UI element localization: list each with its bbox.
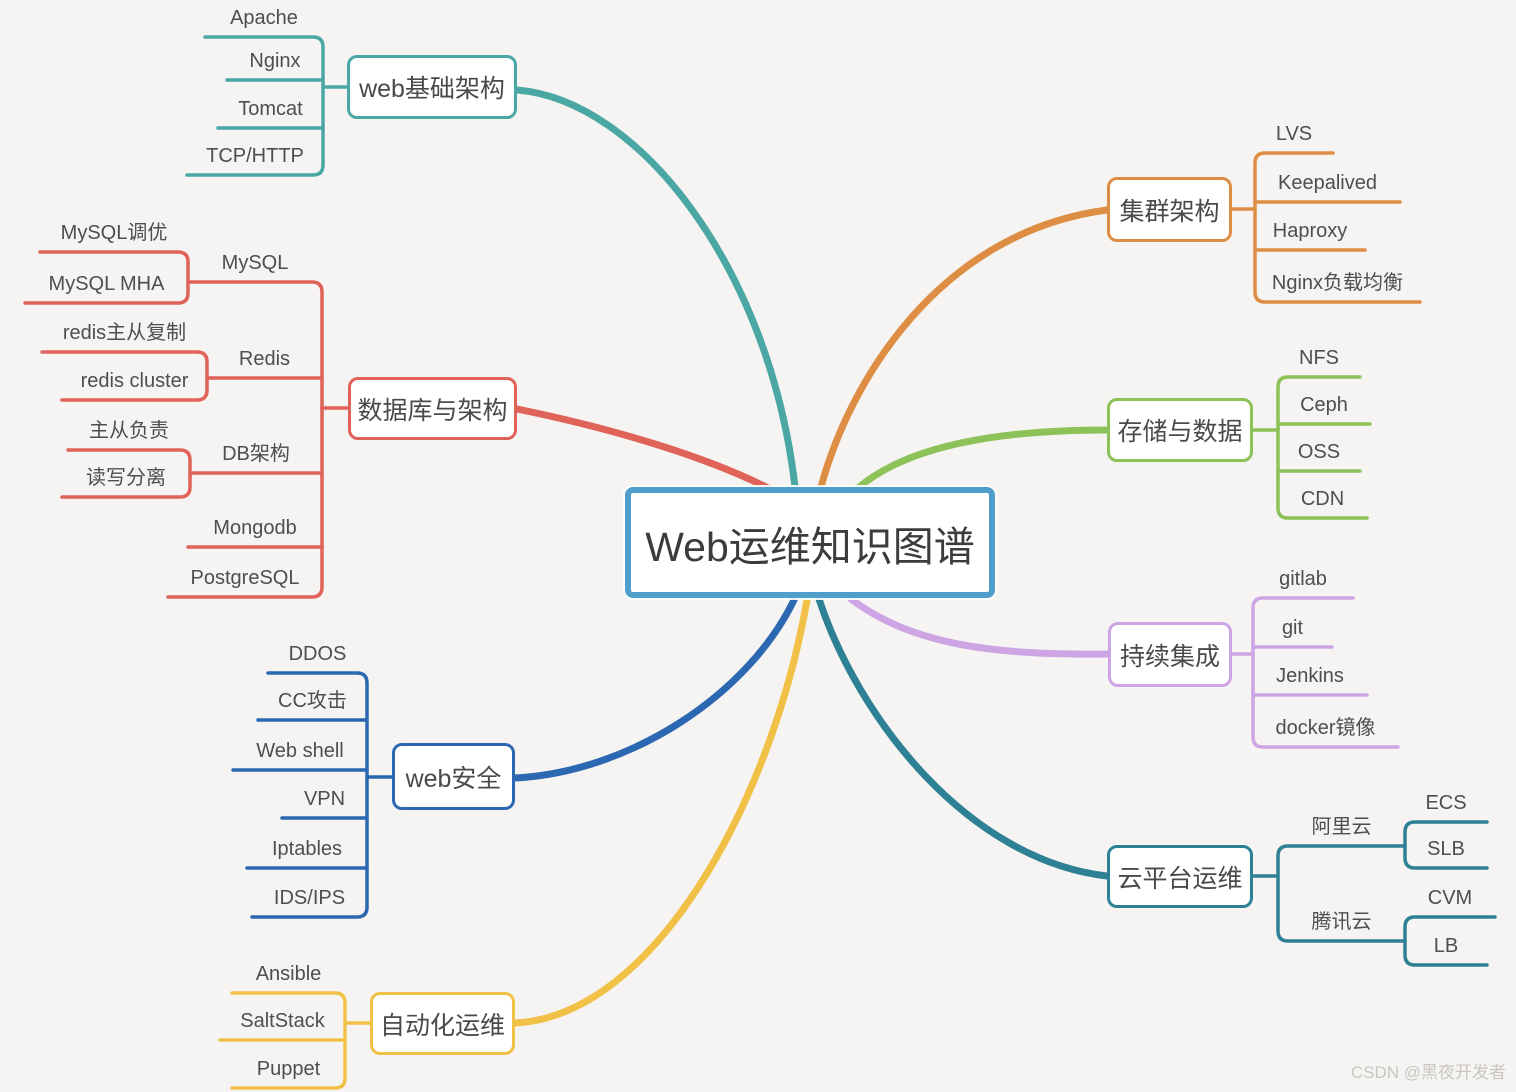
topic-redis-replication[interactable]: redis主从复制 xyxy=(62,322,187,344)
links-automation xyxy=(218,991,372,1090)
topic-cvm[interactable]: CVM xyxy=(1427,887,1473,909)
topic-read-write-split[interactable]: 读写分离 xyxy=(86,467,166,489)
topic-ddos[interactable]: DDOS xyxy=(288,643,347,665)
links-database xyxy=(23,250,350,599)
topic-ids-ips[interactable]: IDS/IPS xyxy=(273,887,346,909)
topic-oss[interactable]: OSS xyxy=(1297,441,1341,463)
topic-mongodb[interactable]: Mongodb xyxy=(213,517,297,539)
branch-database[interactable]: 数据库与架构 xyxy=(348,377,517,440)
topic-redis[interactable]: Redis xyxy=(238,348,291,370)
topic-saltstack[interactable]: SaltStack xyxy=(240,1010,325,1032)
topic-aliyun[interactable]: 阿里云 xyxy=(1311,816,1372,838)
topic-tomcat[interactable]: Tomcat xyxy=(238,98,303,120)
branch-ci[interactable]: 持续集成 xyxy=(1108,622,1232,687)
topic-lb[interactable]: LB xyxy=(1433,935,1459,957)
topic-puppet[interactable]: Puppet xyxy=(256,1058,321,1080)
links-web-security xyxy=(231,671,394,919)
branch-curves xyxy=(511,86,1112,1027)
links-cluster xyxy=(1230,151,1422,304)
topic-ecs[interactable]: ECS xyxy=(1425,792,1467,814)
topic-mysql-tuning[interactable]: MySQL调优 xyxy=(60,222,168,244)
links-storage xyxy=(1251,375,1372,520)
watermark: CSDN @黑夜开发者 xyxy=(1350,1063,1506,1082)
topic-tencent-cloud[interactable]: 腾讯云 xyxy=(1311,911,1372,933)
topic-cdn[interactable]: CDN xyxy=(1300,488,1345,510)
branch-web-infra[interactable]: web基础架构 xyxy=(347,55,517,119)
topic-nfs[interactable]: NFS xyxy=(1299,347,1339,369)
topic-haproxy[interactable]: Haproxy xyxy=(1272,220,1348,242)
topic-cc-attack[interactable]: CC攻击 xyxy=(278,690,347,712)
topic-nginx-lb[interactable]: Nginx负载均衡 xyxy=(1271,272,1404,294)
topic-mysql[interactable]: MySQL xyxy=(221,252,289,274)
topic-vpn[interactable]: VPN xyxy=(303,788,346,810)
topic-docker-image[interactable]: docker镜像 xyxy=(1275,717,1376,739)
topic-master-slave[interactable]: 主从负责 xyxy=(89,420,169,442)
topic-db-arch[interactable]: DB架构 xyxy=(222,443,290,465)
topic-gitlab[interactable]: gitlab xyxy=(1279,568,1327,590)
topic-apache[interactable]: Apache xyxy=(230,7,298,29)
topic-redis-cluster[interactable]: redis cluster xyxy=(80,370,189,392)
links-cloud xyxy=(1251,820,1497,967)
topic-postgresql[interactable]: PostgreSQL xyxy=(190,567,300,589)
branch-web-security[interactable]: web安全 xyxy=(392,743,515,810)
topic-slb[interactable]: SLB xyxy=(1427,838,1465,860)
topic-lvs[interactable]: LVS xyxy=(1275,123,1313,145)
topic-web-shell[interactable]: Web shell xyxy=(256,740,344,762)
branch-cluster[interactable]: 集群架构 xyxy=(1107,177,1232,242)
branch-cloud[interactable]: 云平台运维 xyxy=(1107,845,1253,908)
topic-ceph[interactable]: Ceph xyxy=(1300,394,1348,416)
central-topic[interactable]: Web运维知识图谱 xyxy=(625,487,995,598)
branch-storage[interactable]: 存储与数据 xyxy=(1107,398,1253,462)
topic-ansible[interactable]: Ansible xyxy=(255,963,322,985)
topic-tcp-http[interactable]: TCP/HTTP xyxy=(206,145,304,167)
links-ci xyxy=(1230,596,1400,749)
topic-iptables[interactable]: Iptables xyxy=(271,838,343,860)
branch-automation[interactable]: 自动化运维 xyxy=(370,992,515,1055)
topic-nginx[interactable]: Nginx xyxy=(249,50,301,72)
topic-jenkins[interactable]: Jenkins xyxy=(1276,665,1344,687)
topic-git[interactable]: git xyxy=(1281,617,1304,639)
topic-keepalived[interactable]: Keepalived xyxy=(1278,172,1377,194)
topic-mysql-mha[interactable]: MySQL MHA xyxy=(48,273,165,295)
links-web-infra xyxy=(185,35,349,177)
